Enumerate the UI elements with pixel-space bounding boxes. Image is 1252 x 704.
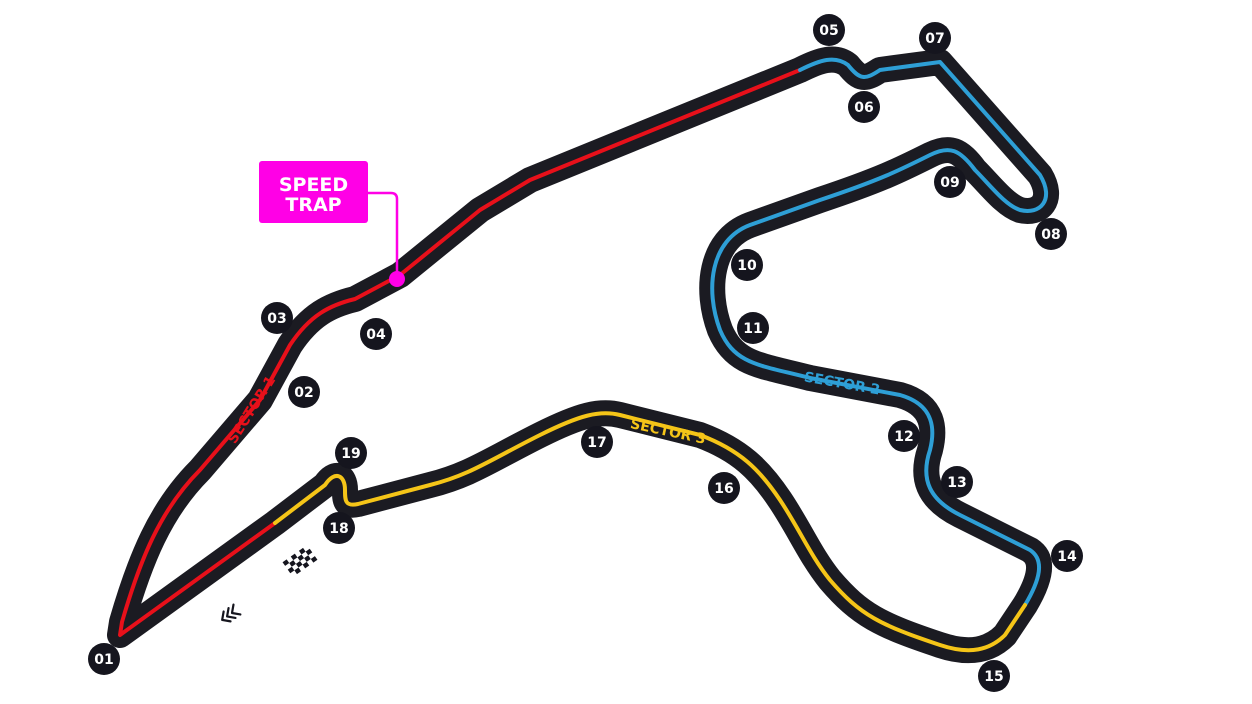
turn-number: 07: [925, 31, 944, 47]
turn-number: 08: [1041, 227, 1060, 243]
turn-badge-16: 16: [708, 472, 740, 504]
turn-badge-circle: [934, 166, 966, 198]
sector-2-line: [710, 57, 1048, 607]
turn-number: 18: [329, 521, 348, 537]
sector-1-label: SECTOR 1: [225, 373, 279, 447]
turn-badge-15: 15: [978, 660, 1010, 692]
turn-badge-circle: [978, 660, 1010, 692]
turn-number: 14: [1057, 549, 1077, 565]
turn-badge-11: 11: [737, 312, 769, 344]
turn-badge-12: 12: [888, 420, 920, 452]
turn-badge-circle: [360, 318, 392, 350]
turn-badge-circle: [737, 312, 769, 344]
turn-number: 16: [714, 481, 733, 497]
speed-trap-line-2: TRAP: [285, 194, 341, 216]
turn-badge-circle: [941, 466, 973, 498]
turn-badge-04: 04: [360, 318, 392, 350]
sector-3-line: [273, 411, 1027, 653]
turn-number: 10: [737, 258, 757, 274]
turn-number: 12: [894, 429, 913, 445]
turn-number: 06: [854, 100, 873, 116]
turn-number: 13: [947, 475, 966, 491]
turn-badge-circle: [88, 643, 120, 675]
speed-trap-marker: [389, 271, 405, 287]
turn-badge-circle: [1051, 540, 1083, 572]
turn-badge-circle: [335, 437, 367, 469]
turn-badge-13: 13: [941, 466, 973, 498]
turn-badge-circle: [288, 376, 320, 408]
turn-badge-17: 17: [581, 426, 613, 458]
turn-number: 04: [366, 327, 386, 343]
turn-badge-07: 07: [919, 22, 951, 54]
turn-badge-08: 08: [1035, 218, 1067, 250]
speed-trap-box: [259, 161, 368, 223]
turn-badge-circle: [1035, 218, 1067, 250]
turn-badge-01: 01: [88, 643, 120, 675]
turn-badge-10: 10: [731, 249, 763, 281]
turn-badge-14: 14: [1051, 540, 1083, 572]
turn-number: 03: [267, 311, 286, 327]
turn-badges: 01 02 03 04 05 06 07 08 09 10 11 12 13 14 15 16 17 18 19: [88, 14, 1083, 692]
turn-badge-circle: [888, 420, 920, 452]
sector-1-line: [118, 68, 802, 637]
turn-badge-06: 06: [848, 91, 880, 123]
turn-badge-03: 03: [261, 302, 293, 334]
direction-chevrons-icon: [221, 603, 242, 623]
turn-badge-05: 05: [813, 14, 845, 46]
turn-badge-18: 18: [323, 512, 355, 544]
turn-badge-circle: [848, 91, 880, 123]
turn-number: 01: [94, 652, 113, 668]
turn-badge-19: 19: [335, 437, 367, 469]
checkered-flag-icon: [282, 545, 318, 577]
turn-number: 17: [587, 435, 606, 451]
turn-badge-circle: [919, 22, 951, 54]
turn-number: 11: [743, 321, 762, 337]
turn-number: 02: [294, 385, 313, 401]
speed-trap-connector: [368, 191, 399, 278]
turn-badge-02: 02: [288, 376, 320, 408]
speed-trap-line-1: SPEED: [279, 174, 348, 196]
track-outline: [107, 46, 1059, 664]
turn-number: 05: [819, 23, 838, 39]
turn-badge-09: 09: [934, 166, 966, 198]
turn-badge-circle: [261, 302, 293, 334]
turn-badge-circle: [581, 426, 613, 458]
turn-number: 19: [341, 446, 360, 462]
turn-badge-circle: [731, 249, 763, 281]
turn-number: 09: [940, 175, 959, 191]
turn-badge-circle: [323, 512, 355, 544]
speed-trap: SPEED TRAP: [259, 161, 405, 287]
turn-badge-circle: [813, 14, 845, 46]
turn-number: 15: [984, 669, 1003, 685]
turn-badge-circle: [708, 472, 740, 504]
